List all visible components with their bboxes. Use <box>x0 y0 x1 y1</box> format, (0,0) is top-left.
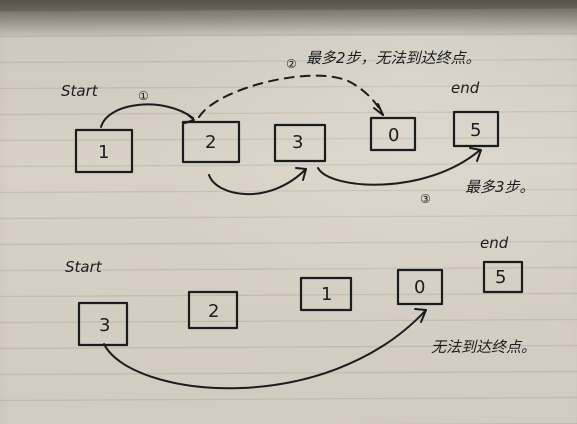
top-box-5 <box>452 110 500 148</box>
bottom-note: 无法到达终点。 <box>431 338 536 356</box>
bottom-box-4 <box>396 268 444 306</box>
top-start-label: Start <box>61 82 99 100</box>
arrow-2 <box>198 74 384 118</box>
top-cell-4: 0 <box>388 125 399 146</box>
top-cell-1: 1 <box>98 142 109 163</box>
arrow-3-right <box>317 149 481 186</box>
top-box-3 <box>273 123 327 163</box>
arrow-1 <box>100 103 194 128</box>
bottom-cell-3: 1 <box>321 284 332 305</box>
bottom-box-5 <box>482 260 524 294</box>
bottom-cell-2: 2 <box>208 301 219 322</box>
arrow-2-head <box>373 103 384 116</box>
step-marker-2: ② <box>286 57 297 71</box>
bottom-end-label: end <box>480 234 509 252</box>
top-box-4 <box>369 116 417 152</box>
bottom-start-label: Start <box>65 258 103 276</box>
top-box-2 <box>181 120 241 164</box>
bottom-box-2 <box>187 290 239 330</box>
top-cell-5: 5 <box>470 120 481 141</box>
bottom-arrow <box>103 309 427 390</box>
top-cell-3: 3 <box>292 132 303 153</box>
arrow-3-left-head <box>295 167 307 181</box>
bottom-box-1 <box>77 301 129 347</box>
note-step-3: 最多3步。 <box>465 178 535 196</box>
top-end-label: end <box>451 79 480 97</box>
bottom-cell-4: 0 <box>414 277 425 298</box>
arrow-3-left <box>208 168 307 196</box>
step-marker-1: ① <box>138 89 149 103</box>
bottom-cell-5: 5 <box>495 267 506 288</box>
top-box-1 <box>74 128 134 174</box>
step-marker-3: ③ <box>420 192 431 206</box>
top-cell-2: 2 <box>205 132 216 153</box>
bottom-cell-1: 3 <box>99 315 110 336</box>
bottom-box-3 <box>299 276 353 312</box>
arrow-3-right-head <box>469 147 482 162</box>
arrow-1-head <box>184 113 195 124</box>
bottom-arrow-head <box>414 308 427 323</box>
note-step-2: 最多2步，无法到达终点。 <box>306 49 481 67</box>
